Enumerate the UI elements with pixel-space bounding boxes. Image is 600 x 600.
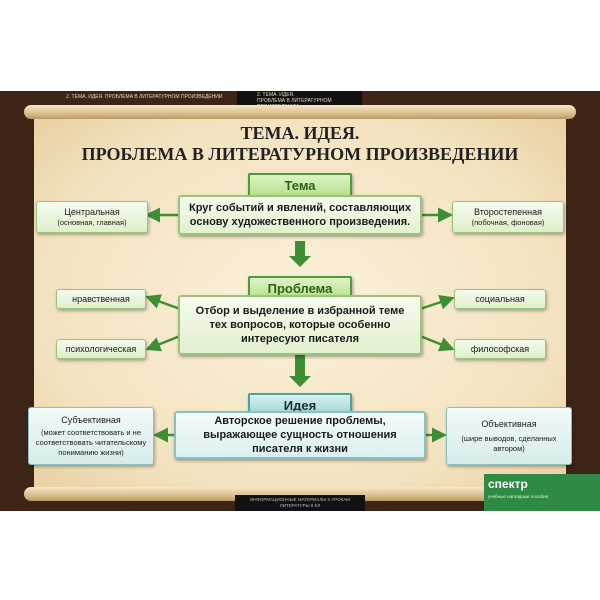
arrow-problema-right-bottom xyxy=(419,334,455,352)
header-center-line1: 2. ТЕМА. ИДЕЯ. xyxy=(257,92,295,98)
ideya-objective-title: Объективная xyxy=(481,418,537,429)
problema-philosophical: философская xyxy=(454,339,546,359)
ideya-definition: Авторское решение проблемы, выражающее с… xyxy=(174,411,426,459)
publisher-logo: спектр учебные наглядные пособия xyxy=(484,474,600,511)
arrow-problema-right-top xyxy=(419,295,455,311)
scroll-roll-top xyxy=(24,105,576,119)
ideya-subjective: Субъективная (может соответствовать и не… xyxy=(28,407,154,465)
ideya-objective: Объективная (шире выводов, сделанных авт… xyxy=(446,407,572,465)
problema-definition: Отбор и выделение в избранной теме тех в… xyxy=(178,295,422,355)
tema-central: Центральная (основная, главная) xyxy=(36,201,148,233)
ideya-subjective-sub: (может соответствовать и не соответствов… xyxy=(35,427,147,457)
problema-social: социальная xyxy=(454,289,546,309)
header-left-caption: 2. ТЕМА. ИДЕЯ. ПРОБЛЕМА В ЛИТЕРАТУРНОМ П… xyxy=(66,94,223,100)
tema-definition: Круг событий и явлений, составляющих осн… xyxy=(178,195,422,235)
arrow-down-2 xyxy=(289,354,311,387)
page-title: ТЕМА. ИДЕЯ. ПРОБЛЕМА В ЛИТЕРАТУРНОМ ПРОИ… xyxy=(0,123,600,165)
logo-subtitle: учебные наглядные пособия xyxy=(488,494,549,499)
tema-secondary-title: Второстепенная xyxy=(474,206,542,217)
ideya-subjective-title: Субъективная xyxy=(61,414,121,425)
tema-central-sub: (основная, главная) xyxy=(57,217,127,227)
scroll-roll-bottom xyxy=(24,487,576,501)
connector-arrows xyxy=(145,207,455,443)
tema-secondary: Второстепенная (побочная, фоновая) xyxy=(452,201,564,233)
label-tema: Тема xyxy=(248,173,352,197)
arrow-problema-left-top xyxy=(145,294,181,311)
tema-secondary-sub: (побочная, фоновая) xyxy=(471,217,545,227)
arrow-problema-left-bottom xyxy=(145,334,181,352)
ideya-objective-sub: (шире выводов, сделанных автором) xyxy=(461,433,557,453)
title-line1: ТЕМА. ИДЕЯ. xyxy=(240,123,360,143)
footer-caption: ИНФОРМАЦИОННЫЕ МАТЕРИАЛЫ К УРОКАМ ЛИТЕРА… xyxy=(235,495,365,511)
problema-psychological: психологическая xyxy=(56,339,146,359)
title-line2: ПРОБЛЕМА В ЛИТЕРАТУРНОМ ПРОИЗВЕДЕНИИ xyxy=(81,144,519,164)
tema-central-title: Центральная xyxy=(64,206,120,217)
problema-moral: нравственная xyxy=(56,289,146,309)
poster: 2. ТЕМА. ИДЕЯ. ПРОБЛЕМА В ЛИТЕРАТУРНОМ П… xyxy=(0,91,600,511)
logo-wordmark: спектр xyxy=(488,477,528,491)
arrow-down-1 xyxy=(289,241,311,267)
